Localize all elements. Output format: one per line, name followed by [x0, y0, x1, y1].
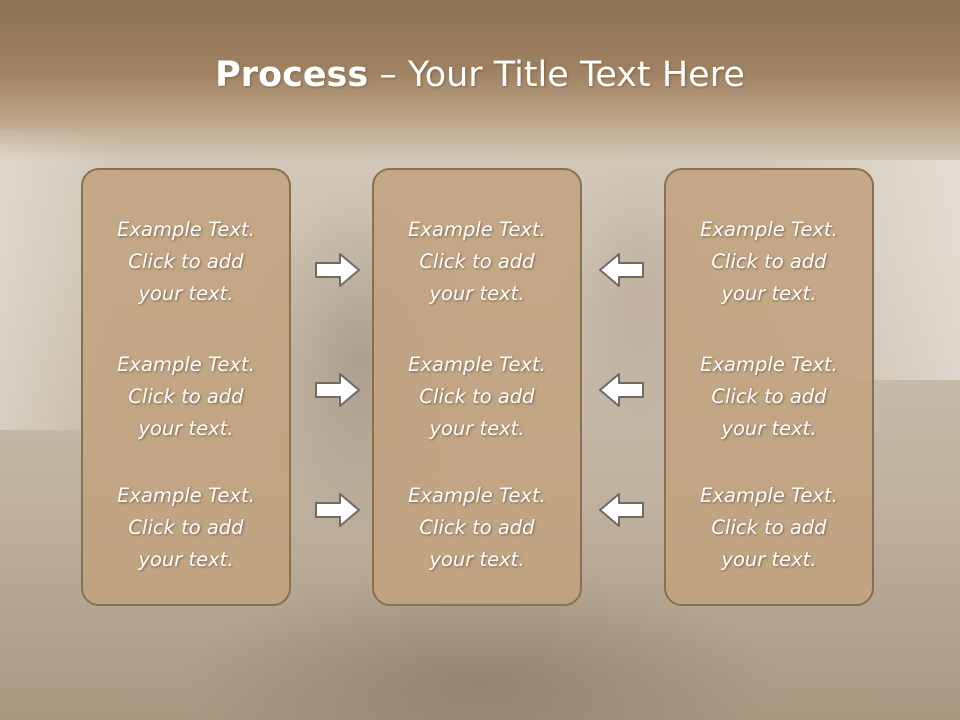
- panel-text[interactable]: Example Text. Click to add your text.: [408, 484, 546, 571]
- panel-text[interactable]: Example Text. Click to add your text.: [408, 353, 546, 440]
- arrow-right-icon: [314, 250, 362, 290]
- title-bold: Process: [215, 55, 369, 95]
- text-panel-right[interactable]: Example Text. Click to add your text. Ex…: [664, 168, 874, 606]
- arrow-left-icon: [597, 490, 645, 530]
- arrow-left-icon: [597, 250, 645, 290]
- text-panel-center[interactable]: Example Text. Click to add your text. Ex…: [372, 168, 582, 606]
- panel-text[interactable]: Example Text. Click to add your text.: [117, 353, 255, 440]
- slide-title[interactable]: Process – Your Title Text Here: [0, 50, 960, 100]
- arrow-right-icon: [314, 490, 362, 530]
- panel-text[interactable]: Example Text. Click to add your text.: [700, 353, 838, 440]
- panel-text[interactable]: Example Text. Click to add your text.: [408, 218, 546, 305]
- panel-text[interactable]: Example Text. Click to add your text.: [700, 218, 838, 305]
- text-panel-left[interactable]: Example Text. Click to add your text. Ex…: [81, 168, 291, 606]
- panel-text[interactable]: Example Text. Click to add your text.: [117, 484, 255, 571]
- title-band: [0, 0, 960, 160]
- panel-text[interactable]: Example Text. Click to add your text.: [700, 484, 838, 571]
- arrow-right-icon: [314, 370, 362, 410]
- arrow-left-icon: [597, 370, 645, 410]
- panel-text[interactable]: Example Text. Click to add your text.: [117, 218, 255, 305]
- title-rest: – Your Title Text Here: [368, 55, 745, 95]
